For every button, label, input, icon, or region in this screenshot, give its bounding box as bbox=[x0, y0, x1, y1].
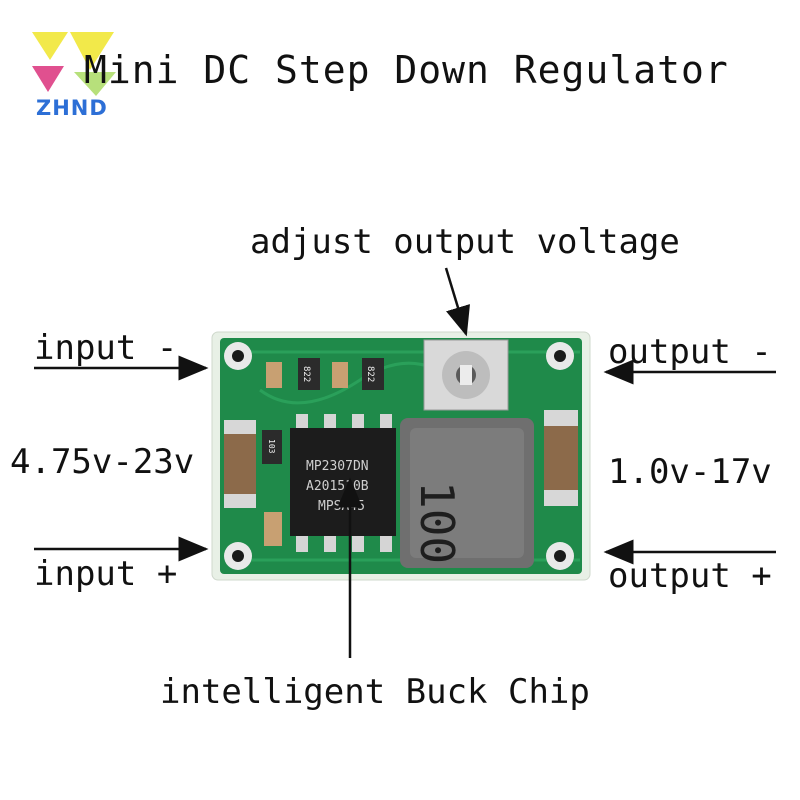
resistor-code: 822 bbox=[301, 366, 311, 382]
inductor-marking: 100 bbox=[410, 481, 464, 564]
resistor-code: 103 bbox=[267, 439, 276, 454]
input-plus-label: input + bbox=[34, 554, 178, 594]
output-range-label: 1.0v-17v bbox=[608, 452, 772, 492]
buck-chip-label: intelligent Buck Chip bbox=[160, 672, 590, 712]
chip-marking: A201510B bbox=[306, 479, 369, 494]
output-minus-label: output - bbox=[608, 332, 772, 372]
adjust-arrow bbox=[444, 267, 470, 337]
input-minus-label: input - bbox=[34, 328, 178, 368]
input-range-label: 4.75v-23v bbox=[10, 442, 195, 482]
logo-text: ZHND bbox=[36, 96, 108, 120]
page-title: Mini DC Step Down Regulator bbox=[84, 48, 729, 92]
chip-marking: MP2307DN bbox=[306, 459, 369, 474]
output-plus-label: output + bbox=[608, 556, 772, 596]
pcb-board: 822 822 103 MP bbox=[211, 331, 591, 581]
chip-marking: MPSA45 bbox=[318, 499, 365, 514]
inductor: 100 bbox=[400, 418, 534, 568]
buck-chip: MP2307DN A201510B MPSA45 bbox=[290, 414, 396, 552]
potentiometer bbox=[423, 339, 509, 411]
corner-pads bbox=[224, 342, 574, 570]
resistor-code: 822 bbox=[365, 366, 375, 382]
adjust-voltage-label: adjust output voltage bbox=[250, 222, 680, 262]
zhnd-logo-icon bbox=[32, 32, 116, 96]
